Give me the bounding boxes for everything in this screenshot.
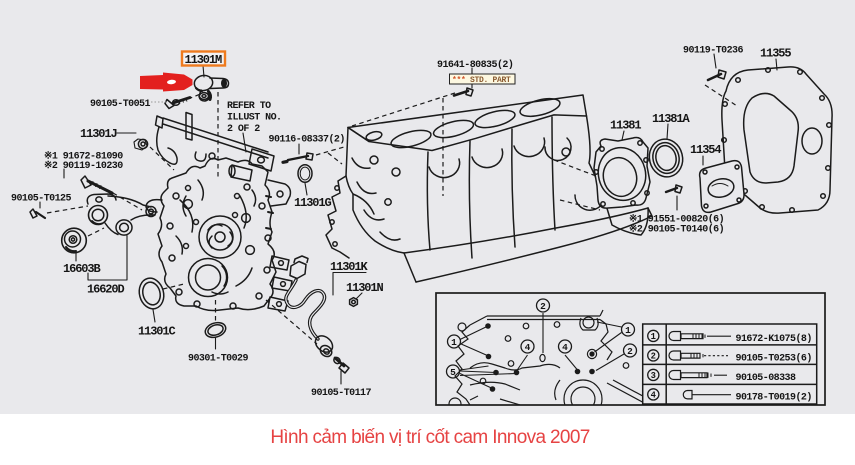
svg-text:REFER TO: REFER TO <box>227 101 271 112</box>
svg-text:※1 91551-00820(6): ※1 91551-00820(6) <box>629 214 724 226</box>
svg-text:2: 2 <box>651 352 656 362</box>
svg-text:4: 4 <box>651 391 657 401</box>
svg-text:91672-K1075(8): 91672-K1075(8) <box>736 333 812 345</box>
svg-text:*** STD. PART: *** STD. PART <box>452 76 511 85</box>
svg-text:11301J: 11301J <box>80 127 117 141</box>
svg-text:11381A: 11381A <box>652 112 691 126</box>
svg-text:4: 4 <box>525 342 531 353</box>
svg-text:1: 1 <box>625 325 631 336</box>
svg-text:2: 2 <box>540 301 546 312</box>
svg-text:3: 3 <box>651 371 656 381</box>
svg-text:90105-T0253(6): 90105-T0253(6) <box>736 352 812 364</box>
svg-text:11381: 11381 <box>610 119 641 133</box>
svg-text:5: 5 <box>450 367 456 378</box>
svg-text:90178-T0019(2): 90178-T0019(2) <box>736 391 812 403</box>
svg-text:16603B: 16603B <box>63 262 101 276</box>
svg-text:90105-T0117: 90105-T0117 <box>311 388 372 399</box>
svg-text:※2 90105-T0140(6): ※2 90105-T0140(6) <box>629 224 724 236</box>
svg-text:11301K: 11301K <box>330 260 369 274</box>
svg-text:90105-T0051: 90105-T0051 <box>90 99 151 110</box>
svg-text:11301M: 11301M <box>185 53 223 67</box>
svg-text:ILLUST NO.: ILLUST NO. <box>227 113 282 124</box>
svg-text:90116-08337(2): 90116-08337(2) <box>269 133 345 145</box>
svg-text:11354: 11354 <box>690 143 721 157</box>
svg-text:90105-08338: 90105-08338 <box>736 373 797 384</box>
svg-text:11355: 11355 <box>760 47 791 61</box>
svg-text:※2 90119-10230: ※2 90119-10230 <box>44 160 123 172</box>
svg-text:90301-T0029: 90301-T0029 <box>188 354 249 365</box>
svg-text:2: 2 <box>627 346 633 357</box>
svg-text:11301G: 11301G <box>294 196 332 210</box>
svg-text:11301N: 11301N <box>346 281 384 295</box>
svg-text:16620D: 16620D <box>87 283 125 297</box>
svg-text:90119-T0236: 90119-T0236 <box>683 46 744 57</box>
svg-text:※1 91672-81090: ※1 91672-81090 <box>44 151 123 163</box>
svg-text:4: 4 <box>562 342 568 353</box>
svg-text:1: 1 <box>451 337 457 348</box>
svg-text:91641-80835(2): 91641-80835(2) <box>437 59 513 71</box>
svg-text:11301C: 11301C <box>138 325 176 339</box>
svg-text:90105-T0125: 90105-T0125 <box>11 194 72 205</box>
svg-text:1: 1 <box>651 332 656 342</box>
svg-text:Hình cảm biến vị trí cốt cam I: Hình cảm biến vị trí cốt cam Innova 2007 <box>270 427 589 448</box>
svg-text:2 OF 2: 2 OF 2 <box>227 124 260 135</box>
